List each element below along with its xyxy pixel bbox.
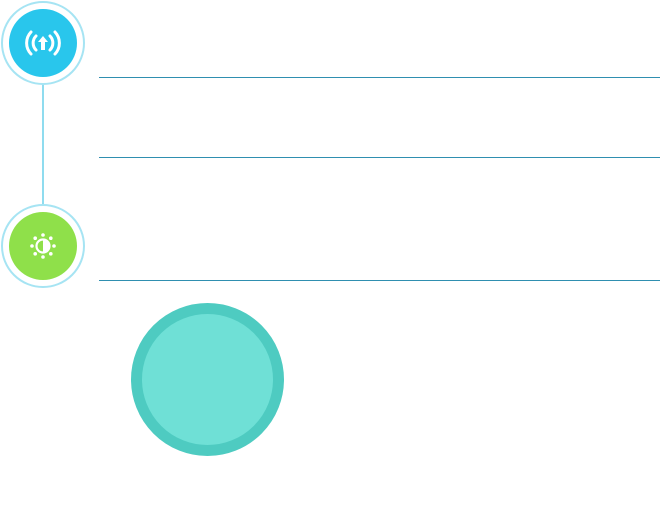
brightness-step-button[interactable]: [1, 204, 85, 288]
broadcast-step-button[interactable]: [1, 1, 85, 85]
brightness-step-badge: [9, 212, 77, 280]
broadcast-upload-icon: [25, 30, 61, 56]
accent-circle: [131, 303, 284, 456]
broadcast-step-badge: [9, 9, 77, 77]
divider-line: [99, 280, 660, 281]
divider-line: [99, 157, 660, 158]
timeline-connector: [42, 84, 44, 206]
divider-line: [99, 77, 660, 78]
brightness-icon: [30, 233, 56, 259]
